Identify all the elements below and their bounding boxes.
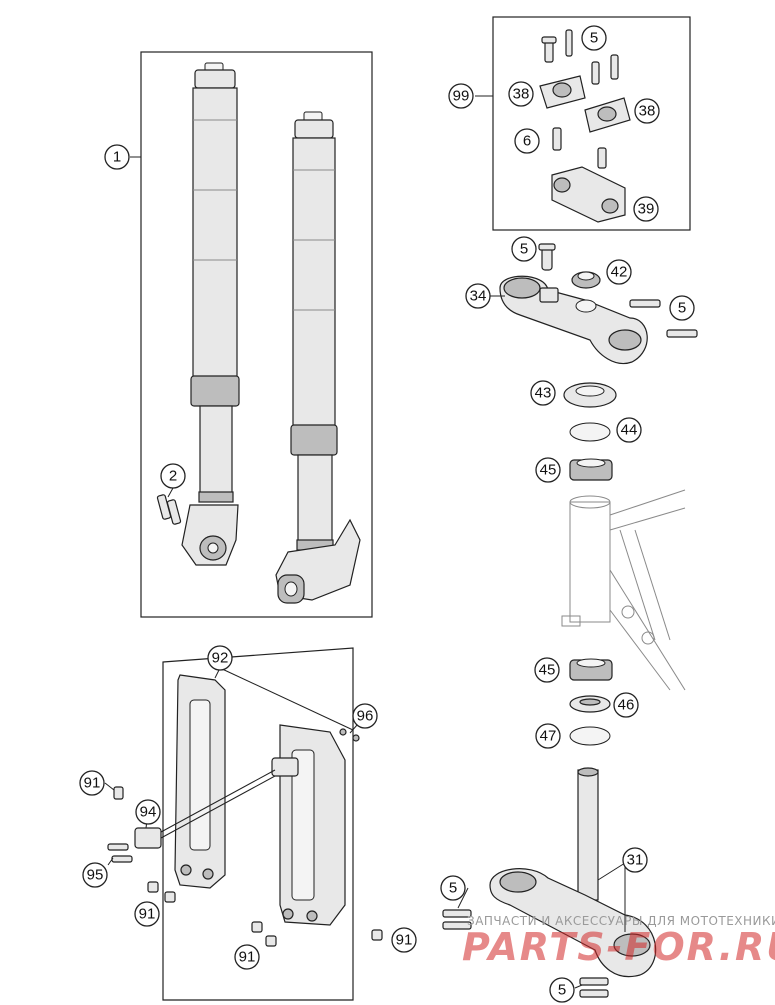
callout-96: 96 <box>352 703 378 729</box>
callout-95-label: 95 <box>87 867 104 884</box>
callout-92-label: 92 <box>212 650 229 667</box>
steering-nut <box>571 271 601 289</box>
callout-96-label: 96 <box>357 708 374 725</box>
callout-91-a: 91 <box>79 770 105 796</box>
callout-44-label: 44 <box>621 422 638 439</box>
seal-ring-lower <box>569 695 611 713</box>
callout-5-a-label: 5 <box>590 30 598 47</box>
callout-99: 99 <box>448 83 474 109</box>
callout-91-b: 91 <box>134 901 160 927</box>
pinch-bolts-lower <box>442 909 609 998</box>
callout-2: 2 <box>160 463 186 489</box>
callout-5-b: 5 <box>511 236 537 262</box>
callout-91-a-label: 91 <box>84 775 101 792</box>
lower-triple-clamp <box>489 767 657 978</box>
callout-5-e: 5 <box>549 977 575 1003</box>
callout-91-b-label: 91 <box>139 906 156 923</box>
callout-39-label: 39 <box>638 201 655 218</box>
callout-42: 42 <box>606 259 632 285</box>
handlebar-clamp-upper-left <box>539 75 586 109</box>
callout-38-b: 38 <box>634 98 660 124</box>
callout-5-a: 5 <box>581 25 607 51</box>
callout-43-label: 43 <box>535 385 552 402</box>
clamp-kit-frame <box>492 16 691 231</box>
callout-92: 92 <box>207 645 233 671</box>
handlebar-clamp-lower <box>551 166 626 223</box>
dust-cover <box>563 382 617 408</box>
top-bolt <box>538 243 556 271</box>
callout-45-b: 45 <box>534 657 560 683</box>
o-ring-upper <box>569 422 611 442</box>
brake-line-clip <box>134 769 276 849</box>
callout-1-label: 1 <box>113 149 121 166</box>
callout-38-a-label: 38 <box>513 86 530 103</box>
fork-guard-left <box>174 674 226 889</box>
callout-5-c: 5 <box>669 295 695 321</box>
callout-45-a-label: 45 <box>540 462 557 479</box>
guard-screws <box>107 728 383 947</box>
callout-39: 39 <box>633 196 659 222</box>
callout-34-label: 34 <box>470 288 487 305</box>
callout-43: 43 <box>530 380 556 406</box>
clamp-screws-lower <box>552 127 607 169</box>
callout-45-a: 45 <box>535 457 561 483</box>
upper-triple-clamp <box>499 275 648 364</box>
callout-38-b-label: 38 <box>639 103 656 120</box>
fork-guard-right <box>271 724 346 926</box>
fork-assembly-frame <box>140 51 373 618</box>
callout-5-d-label: 5 <box>449 880 457 897</box>
callout-34: 34 <box>465 283 491 309</box>
callout-47-label: 47 <box>540 728 557 745</box>
callout-44: 44 <box>616 417 642 443</box>
callout-42-label: 42 <box>611 264 628 281</box>
guard-kit-frame <box>162 647 354 1001</box>
callout-46-label: 46 <box>618 697 635 714</box>
callout-1: 1 <box>104 144 130 170</box>
callout-5-e-label: 5 <box>558 982 566 999</box>
handlebar-clamp-upper-right <box>584 97 631 133</box>
callout-91-c: 91 <box>234 944 260 970</box>
callout-94-label: 94 <box>140 804 157 821</box>
callout-91-d: 91 <box>391 927 417 953</box>
callout-38-a: 38 <box>508 81 534 107</box>
axle-clamp-bolts <box>156 494 182 525</box>
callout-99-label: 99 <box>453 88 470 105</box>
frame-steering-head-ghost <box>561 489 686 691</box>
watermark-caption: ЗАПЧАСТИ И АКСЕССУАРЫ ДЛЯ МОТОТЕХНИКИ <box>467 914 775 928</box>
clamp-bolts-top <box>541 29 619 85</box>
callout-95: 95 <box>82 862 108 888</box>
callout-5-c-label: 5 <box>678 300 686 317</box>
callout-31-label: 31 <box>627 852 644 869</box>
callout-31: 31 <box>622 847 648 873</box>
callout-46: 46 <box>613 692 639 718</box>
callout-94: 94 <box>135 799 161 825</box>
o-ring-lower <box>569 726 611 746</box>
bearing-upper <box>569 458 613 481</box>
callout-47: 47 <box>535 723 561 749</box>
callout-5-b-label: 5 <box>520 241 528 258</box>
callout-45-b-label: 45 <box>539 662 556 679</box>
bearing-lower <box>569 658 613 681</box>
fork-leg-right <box>275 111 361 604</box>
callout-6: 6 <box>514 128 540 154</box>
fork-leg-left <box>181 62 240 566</box>
callout-91-c-label: 91 <box>239 949 256 966</box>
watermark-brand: PARTS-FOR.RU <box>462 925 775 969</box>
callout-91-d-label: 91 <box>396 932 413 949</box>
watermark: ЗАПЧАСТИ И АКСЕССУАРЫ ДЛЯ МОТОТЕХНИКИ PA… <box>462 914 775 969</box>
callout-2-label: 2 <box>169 468 177 485</box>
callout-5-d: 5 <box>440 875 466 901</box>
callout-6-label: 6 <box>523 133 531 150</box>
pinch-bolts-upper <box>629 299 698 338</box>
